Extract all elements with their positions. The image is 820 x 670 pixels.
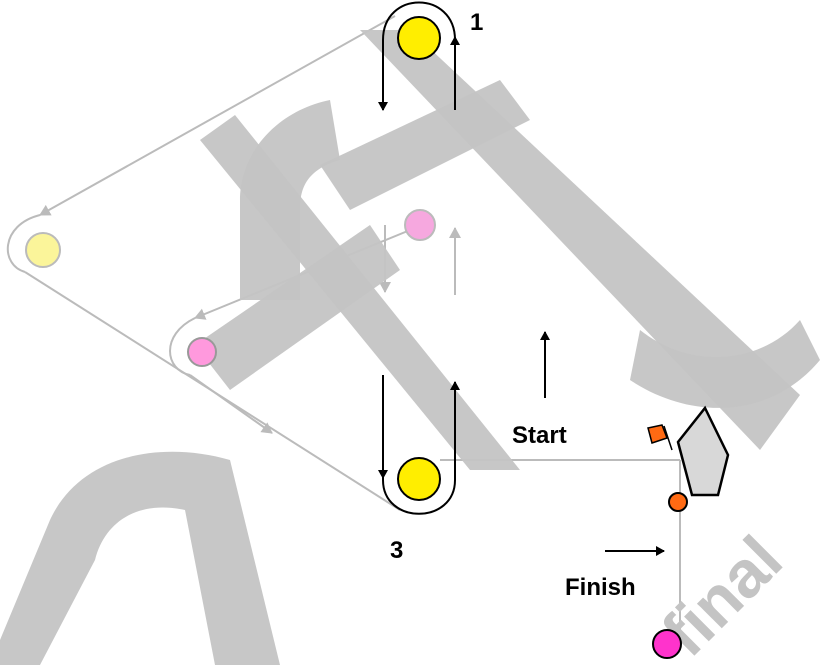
committee-boat [676,405,730,497]
orange-flag-icon [647,424,668,444]
watermark-letter-a [0,451,280,665]
start-label: Start [512,422,567,449]
mark-1-buoy [397,16,441,60]
finish-area: Finish [565,546,682,659]
watermark-letter-t [200,115,520,470]
leg-pink-to-mark3-gate [189,374,273,434]
start-area: Start [512,331,567,449]
mark-1-label: 1 [470,9,483,36]
committee-boat-hull [676,405,730,497]
orange-pin-buoy [668,492,688,512]
watermark-letter-t2 [630,320,820,408]
watermark-crossbar-1 [320,80,530,210]
mark-3: 3 [378,375,460,564]
inner-pink-mark-buoy [404,209,436,241]
watermark-draft [0,30,820,665]
finish-label: Finish [565,574,636,601]
wing-mark-rounding [6,214,41,273]
mark-1-rounding-loop [382,1,456,110]
wing-mark-buoy [25,232,61,268]
mark-3-buoy [397,457,441,501]
left-pink-mark-buoy [187,337,217,367]
mark-3-label: 3 [390,537,403,564]
start-flag [647,424,673,451]
pink-mark-rounding [169,317,196,376]
finish-pink-buoy [652,629,682,659]
mark-1: 1 [378,1,483,111]
mark-3-rounding-loop [382,375,456,515]
course-lines [6,15,681,640]
leg-mark1-to-wing-mark [39,15,396,216]
